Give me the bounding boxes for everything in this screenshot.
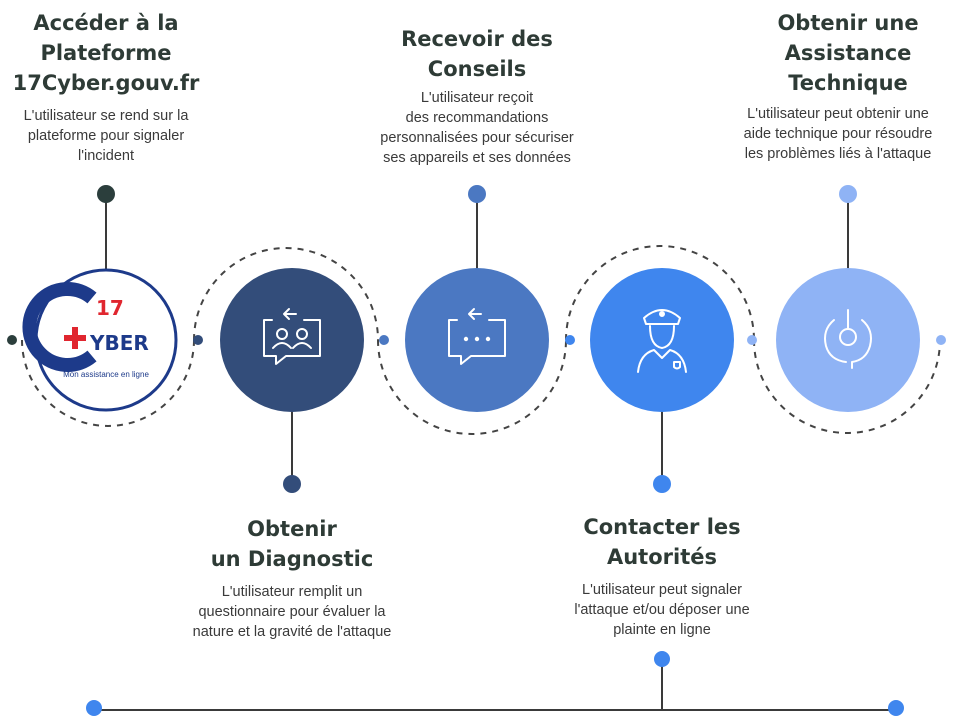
baseline-dot-right xyxy=(888,700,904,716)
step-1-description: L'utilisateur se rend sur la plateforme … xyxy=(23,108,189,164)
police-officer-icon xyxy=(637,309,687,373)
logo-word: YBER xyxy=(89,331,149,355)
junction-dot-3 xyxy=(379,335,389,345)
stem-dot-bottom xyxy=(654,651,670,667)
step-5-circle xyxy=(776,268,920,412)
dashed-arc-3 xyxy=(377,339,567,435)
dashed-arc-1 xyxy=(21,339,195,427)
step-2-description: L'utilisateur remplit un questionnaire p… xyxy=(192,584,392,640)
stem-dot-4 xyxy=(653,475,671,493)
baseline-dot-left xyxy=(86,700,102,716)
step-5-title: Obtenir une Assistance Technique xyxy=(777,11,919,95)
step-3-circle xyxy=(405,268,549,412)
dashed-arc-4 xyxy=(565,245,755,341)
junction-dot-5 xyxy=(747,335,757,345)
junction-dot-1 xyxy=(7,335,17,345)
step-3-title: Recevoir des Conseils xyxy=(401,27,553,81)
junction-dots xyxy=(7,335,946,345)
step-4-description: L'utilisateur peut signaler l'attaque et… xyxy=(574,582,750,638)
stem-dot-1 xyxy=(97,185,115,203)
logo-c-shape xyxy=(22,282,97,372)
step-5-description: L'utilisateur peut obtenir une aide tech… xyxy=(743,106,933,162)
stem-dot-3 xyxy=(468,185,486,203)
logo-tagline: Mon assistance en ligne xyxy=(63,370,149,379)
step-1-logo-circle: 17 YBER Mon assistance en ligne xyxy=(22,268,178,412)
step-1-title: Accéder à la Plateforme 17Cyber.gouv.fr xyxy=(12,11,200,95)
junction-dot-2 xyxy=(193,335,203,345)
message-dots xyxy=(463,336,491,342)
junction-dot-4 xyxy=(565,335,575,345)
stem-dot-2 xyxy=(283,475,301,493)
logo-number: 17 xyxy=(96,296,124,320)
step-3-description: L'utilisateur reçoit des recommandations… xyxy=(380,90,574,166)
dashed-arc-5 xyxy=(753,339,941,434)
step-2-circle xyxy=(220,268,364,412)
step-4-title: Contacter les Autorités xyxy=(583,515,741,569)
dashed-arc-2 xyxy=(193,247,379,341)
step-2-title: Obtenir un Diagnostic xyxy=(210,517,374,571)
headset-support-icon xyxy=(824,309,872,369)
dashed-connectors xyxy=(21,245,941,435)
people-chat-icon xyxy=(263,308,321,365)
step-4-circle xyxy=(590,268,734,412)
junction-dot-6 xyxy=(936,335,946,345)
logo-red-cross xyxy=(64,327,86,349)
message-dots-icon xyxy=(448,308,506,365)
stem-dot-5 xyxy=(839,185,857,203)
stems xyxy=(105,194,849,710)
